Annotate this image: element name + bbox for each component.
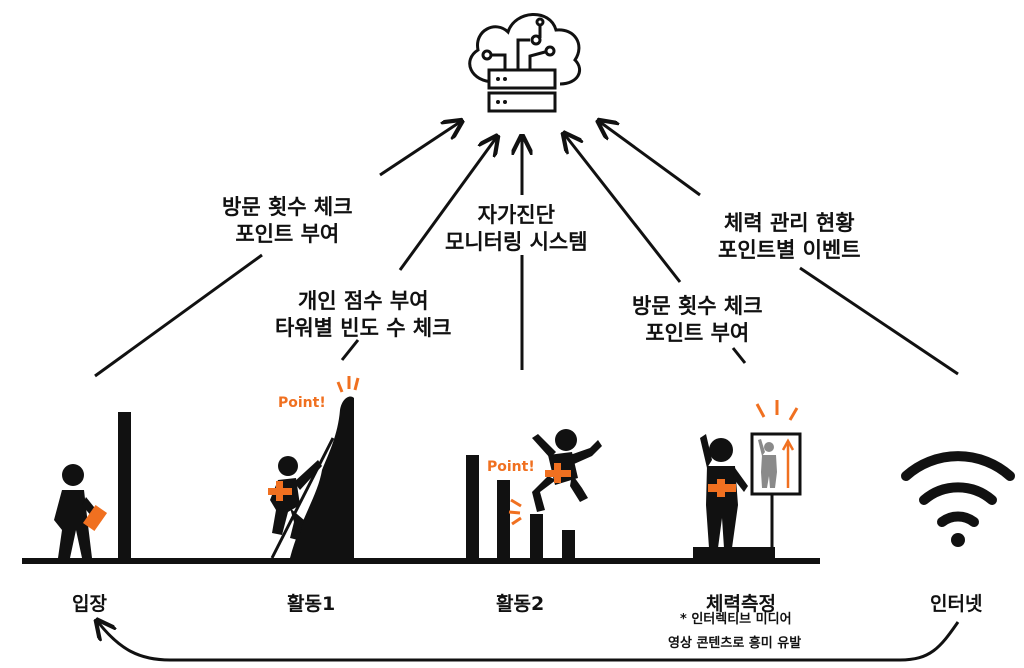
- stage-label-activity1: 활동1: [287, 593, 336, 615]
- jumping-illustration: [466, 429, 602, 559]
- climbing-illustration: [268, 376, 360, 559]
- server-leds-icon: [496, 77, 507, 104]
- stage-label-fitness: 체력측정: [706, 593, 776, 615]
- entrance-arrow: [379, 122, 460, 177]
- cloud-server-icon: [468, 13, 581, 113]
- fitness-note-2: 영상 콘텐츠로 흥미 유발: [668, 636, 802, 651]
- wifi-icon: [901, 451, 1015, 527]
- activity1-arrow: [398, 138, 496, 271]
- ground-line: [22, 558, 820, 564]
- fitness-illustration: [693, 400, 802, 559]
- fitness-arrow: [565, 135, 682, 283]
- point-label-activity2: Point!: [487, 459, 535, 475]
- return-arrow: [98, 622, 960, 662]
- entrance-illustration: [54, 412, 131, 559]
- stage-label-internet: 인터넷: [930, 593, 983, 615]
- fitness-note-1: * 인터렉티브 미디어: [680, 612, 792, 627]
- stage-label-entrance: 입장: [72, 593, 107, 615]
- stage-label-activity2: 활동2: [496, 593, 545, 615]
- point-label-activity1: Point!: [278, 395, 326, 411]
- internet-arrow: [600, 122, 701, 197]
